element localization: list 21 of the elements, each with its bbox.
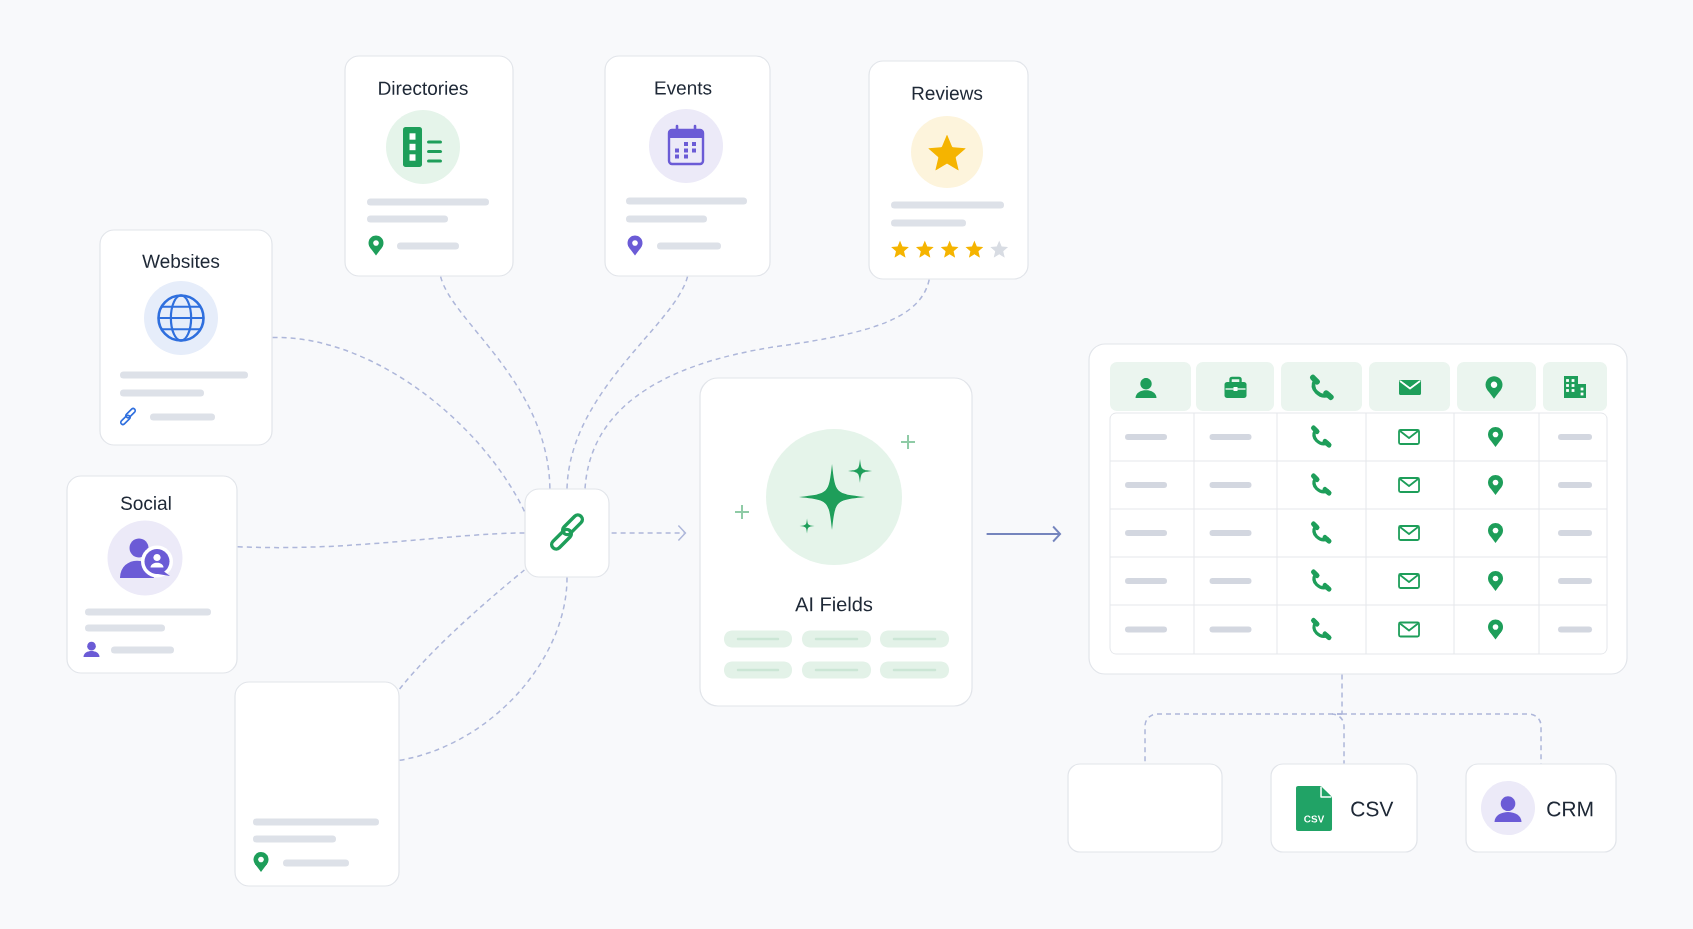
connector <box>566 275 689 490</box>
card-title: AI Fields <box>795 596 873 612</box>
connector <box>1331 713 1345 765</box>
export-label: CRM <box>1547 801 1593 817</box>
arrow <box>610 524 687 542</box>
connector <box>398 569 526 690</box>
connector <box>271 336 526 513</box>
connector <box>236 532 526 549</box>
card-title: Events <box>655 81 712 95</box>
card-title: Directories <box>379 81 468 95</box>
card-title: Reviews <box>912 86 983 100</box>
arrow <box>985 525 1062 543</box>
connector <box>439 275 551 490</box>
export-card <box>1067 763 1223 853</box>
export-label: CSV <box>1351 801 1394 817</box>
connector <box>398 576 568 762</box>
connector <box>584 278 930 490</box>
card-title: Social <box>121 496 171 510</box>
card-title: Websites <box>142 254 220 268</box>
file-type-label: CSV <box>1304 815 1325 823</box>
connector <box>1341 673 1343 715</box>
